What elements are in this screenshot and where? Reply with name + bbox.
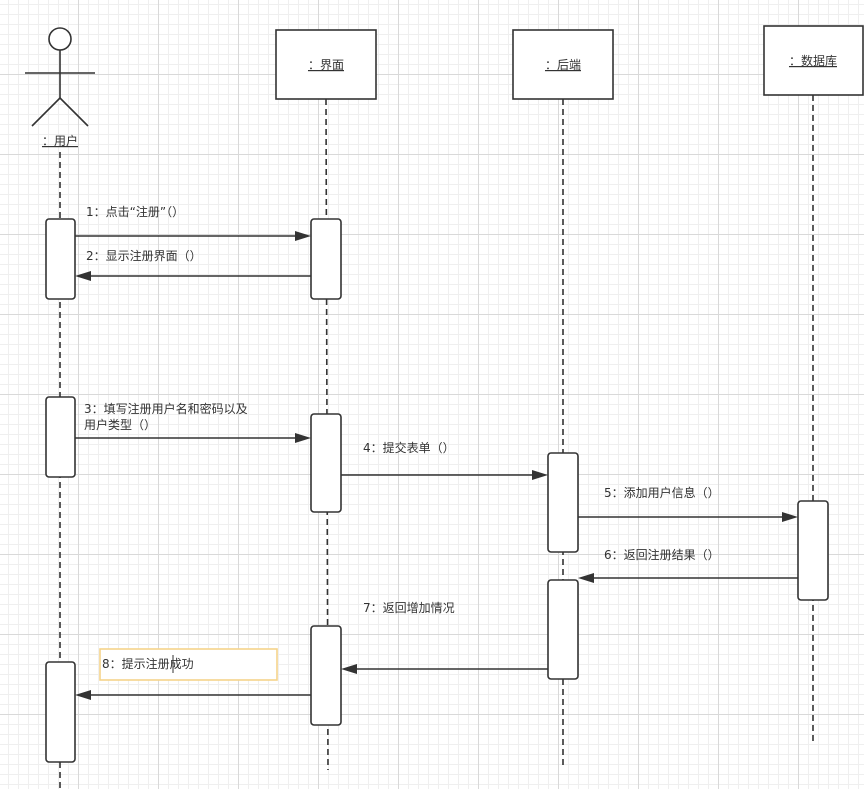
activation-ui-2 xyxy=(310,413,342,513)
activation-user-2 xyxy=(45,396,76,478)
object-backend-label: ：后端 xyxy=(545,58,581,72)
actor-user[interactable]: ：用户 xyxy=(25,27,95,148)
message-1[interactable]: 1：点击“注册”（） xyxy=(75,204,311,241)
message-3-label-line1: 3：填写注册用户名和密码以及 xyxy=(84,401,248,416)
activation-ui-3 xyxy=(310,625,342,726)
message-2-arrowhead xyxy=(75,271,91,281)
message-8-highlight-box xyxy=(99,648,278,681)
actor-label: ：用户 xyxy=(42,133,78,148)
object-database[interactable]: ：数据库 xyxy=(763,25,864,96)
message-7-label: 7：返回增加情况 xyxy=(363,601,455,615)
message-8-label: 8：提示注册成功 xyxy=(102,656,194,671)
message-2-label: 2：显示注册界面（） xyxy=(86,248,202,263)
message-5[interactable]: 5：添加用户信息（） xyxy=(578,485,798,522)
message-6-label: 6：返回注册结果（） xyxy=(604,547,720,562)
message-4[interactable]: 4：提交表单（） xyxy=(341,440,548,480)
activation-user-1 xyxy=(45,218,76,300)
actor-right-leg xyxy=(59,97,89,127)
object-database-box xyxy=(763,25,864,96)
message-3-label-line2: 用户类型（） xyxy=(84,417,156,432)
activation-ui-1 xyxy=(310,218,342,300)
message-4-label: 4：提交表单（） xyxy=(363,440,455,455)
object-database-label: ：数据库 xyxy=(789,53,837,68)
activation-backend-1 xyxy=(547,452,579,553)
message-1-label: 1：点击“注册”（） xyxy=(86,204,184,219)
message-5-label: 5：添加用户信息（） xyxy=(604,485,720,500)
activation-database-1 xyxy=(797,500,829,601)
message-8-arrowhead xyxy=(75,690,91,700)
object-ui[interactable]: ：界面 xyxy=(275,29,377,100)
object-backend[interactable]: ：后端 xyxy=(512,29,614,100)
message-8[interactable]: 8：提示注册成功 xyxy=(75,655,311,700)
message-2[interactable]: 2：显示注册界面（） xyxy=(75,248,311,281)
actor-head xyxy=(48,27,72,51)
message-4-arrowhead xyxy=(532,470,548,480)
message-3-arrowhead xyxy=(295,433,311,443)
actor-left-leg xyxy=(31,97,61,127)
message-7-arrowhead xyxy=(341,664,357,674)
message-3[interactable]: 3：填写注册用户名和密码以及 用户类型（） xyxy=(75,401,311,443)
message-6[interactable]: 6：返回注册结果（） xyxy=(578,547,798,583)
activation-backend-2 xyxy=(547,579,579,680)
object-ui-label: ：界面 xyxy=(308,58,344,72)
activation-user-3 xyxy=(45,661,76,763)
message-5-arrowhead xyxy=(782,512,798,522)
message-6-arrowhead xyxy=(578,573,594,583)
message-1-arrowhead xyxy=(295,231,311,241)
object-backend-box xyxy=(512,29,614,100)
message-7[interactable]: 7：返回增加情况 xyxy=(341,601,548,674)
object-ui-box xyxy=(275,29,377,100)
